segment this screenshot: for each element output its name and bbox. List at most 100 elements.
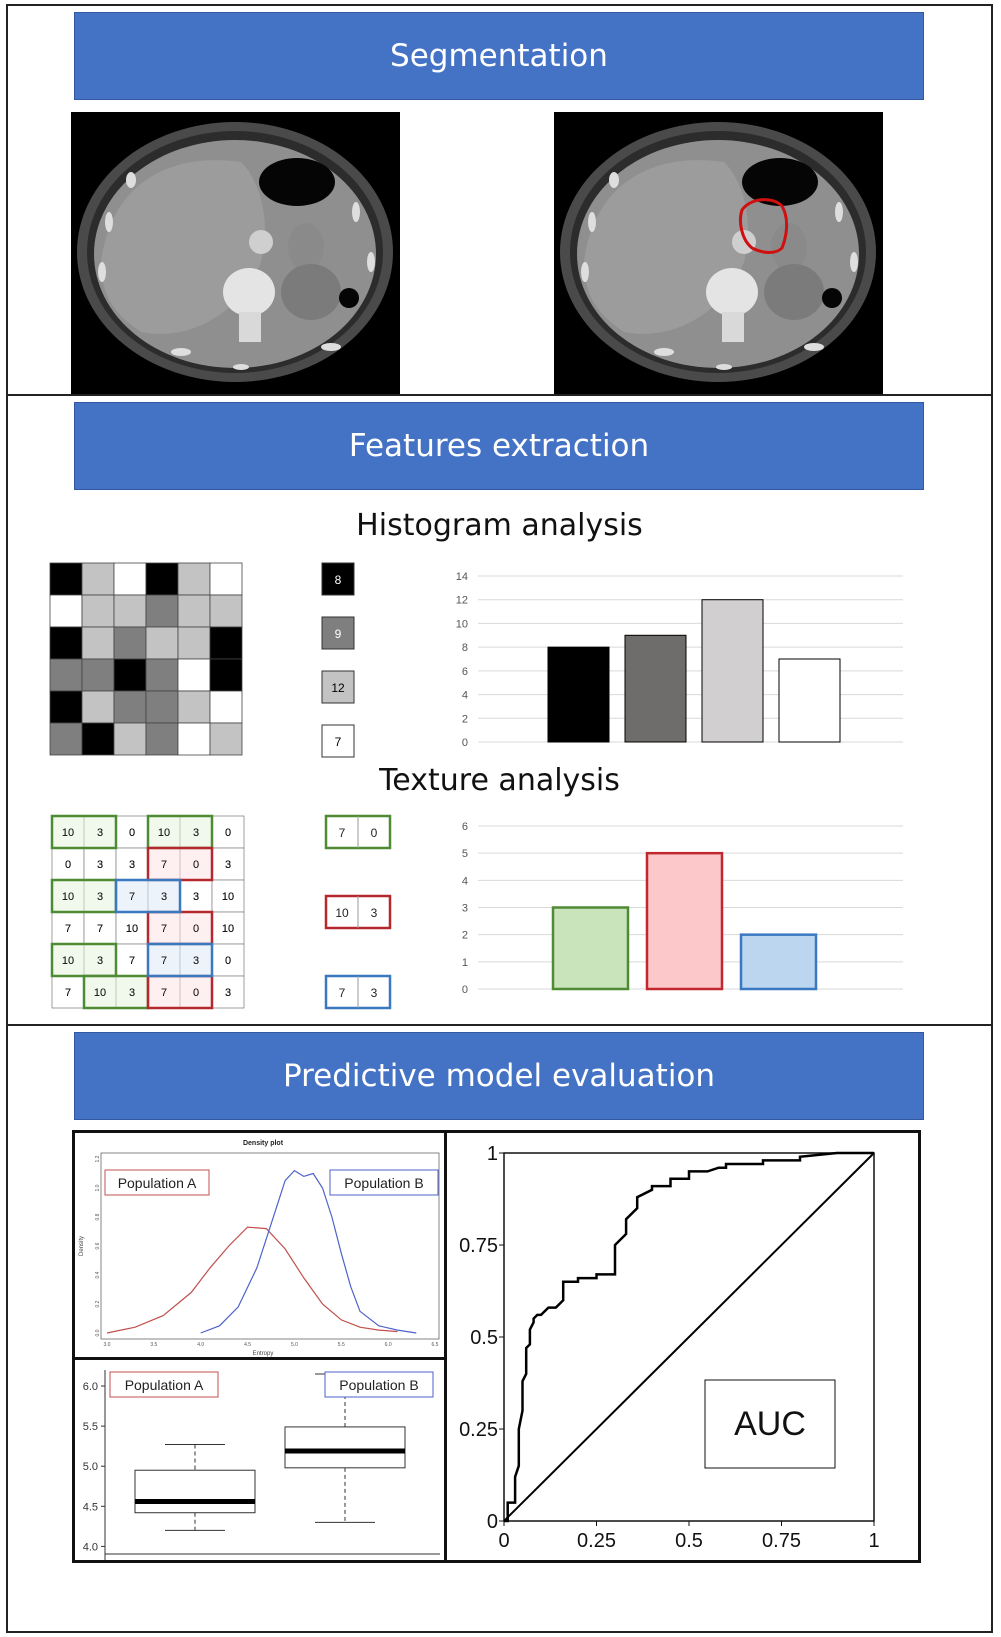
grid-cell xyxy=(209,626,243,660)
grid-cell xyxy=(113,658,147,692)
density-title: Density plot xyxy=(243,1140,284,1147)
grid-cell xyxy=(145,562,179,596)
roc-xtick: 0.75 xyxy=(762,1530,801,1552)
y-tick-label: 1 xyxy=(462,957,468,969)
segmentation-panel: Segmentation xyxy=(6,4,993,396)
legend-swatch xyxy=(321,724,355,758)
y-tick-label: 2 xyxy=(462,930,468,942)
auc-label: AUC xyxy=(734,1405,806,1443)
matrix-value: 3 xyxy=(193,891,199,903)
y-tick-label: 8 xyxy=(462,642,468,654)
bar xyxy=(551,906,630,991)
segmentation-banner: Segmentation xyxy=(74,12,924,100)
density-xtick: 6.5 xyxy=(432,1342,439,1348)
grid-cell xyxy=(177,594,211,628)
legend-population-a xyxy=(104,1169,210,1196)
legend-count: 12 xyxy=(331,681,345,695)
box xyxy=(134,1469,256,1514)
auc-box xyxy=(704,1379,836,1469)
density-ytick: 0.8 xyxy=(95,1213,101,1220)
y-tick-label: 6 xyxy=(462,821,468,833)
matrix-value: 7 xyxy=(65,987,71,999)
grid-cell xyxy=(113,690,147,724)
box-ytick: 6.0 xyxy=(83,1381,98,1393)
pair-left: 10 xyxy=(335,906,349,920)
matrix-value: 10 xyxy=(62,891,74,903)
matrix-value: 0 xyxy=(225,955,231,967)
roc-ytick: 1 xyxy=(487,1143,498,1165)
matrix-value: 3 xyxy=(97,859,103,871)
grid-cell xyxy=(49,722,83,756)
y-tick-label: 4 xyxy=(462,690,468,702)
matrix-value: 3 xyxy=(97,859,103,871)
pair-highlight xyxy=(50,942,118,978)
legend-population-b xyxy=(324,1371,434,1398)
matrix-value: 7 xyxy=(65,923,71,935)
matrix-value: 3 xyxy=(129,987,135,999)
grid-cell xyxy=(81,626,115,660)
matrix-cell xyxy=(211,975,245,1009)
density-xtick: 4.0 xyxy=(197,1342,204,1348)
density-xtick: 3.0 xyxy=(104,1342,111,1348)
y-tick-label: 2 xyxy=(462,713,468,725)
matrix-value: 10 xyxy=(126,923,138,935)
y-tick-label: 4 xyxy=(462,875,468,887)
matrix-value: 0 xyxy=(193,923,199,935)
y-tick-label: 0 xyxy=(462,737,468,749)
density-xtick: 6.0 xyxy=(385,1342,392,1348)
pair-highlight xyxy=(146,910,214,946)
bar xyxy=(778,658,841,743)
grid-cell xyxy=(49,626,83,660)
matrix-value: 10 xyxy=(222,891,234,903)
matrix-value: 3 xyxy=(225,859,231,871)
matrix-value: 10 xyxy=(62,827,74,839)
grid-cell xyxy=(145,594,179,628)
legend-count: 7 xyxy=(335,735,342,749)
matrix-value: 0 xyxy=(225,955,231,967)
density-frame xyxy=(100,1152,440,1340)
legend-population-a xyxy=(109,1371,219,1398)
density-ytick: 1.2 xyxy=(95,1155,101,1162)
y-tick-label: 10 xyxy=(456,618,468,630)
bar xyxy=(701,599,764,743)
grid-cell xyxy=(145,690,179,724)
matrix-value: 7 xyxy=(129,955,135,967)
evaluation-banner: Predictive model evaluation xyxy=(74,1032,924,1120)
density-ylabel: Density xyxy=(79,1236,85,1256)
density-ytick: 1.0 xyxy=(95,1184,101,1191)
box xyxy=(284,1426,406,1469)
density-ytick: 0.0 xyxy=(95,1329,101,1336)
matrix-value: 3 xyxy=(129,859,135,871)
density-ytick: 0.4 xyxy=(95,1271,101,1278)
matrix-value: 10 xyxy=(222,923,234,935)
grid-cell xyxy=(113,594,147,628)
bar xyxy=(645,851,724,991)
matrix-value: 10 xyxy=(126,923,138,935)
matrix-value: 7 xyxy=(97,923,103,935)
matrix-value: 0 xyxy=(193,859,199,871)
box-ytick: 5.5 xyxy=(83,1421,98,1433)
ct-scan-image xyxy=(71,112,400,394)
grid-cell xyxy=(177,626,211,660)
y-tick-label: 3 xyxy=(462,903,468,915)
features-banner: Features extraction xyxy=(74,402,924,490)
pair-highlight xyxy=(146,814,214,850)
grid-cell xyxy=(177,690,211,724)
gray-level-grid xyxy=(49,562,243,756)
y-tick-label: 0 xyxy=(462,984,468,996)
grid-cell xyxy=(145,722,179,756)
legend-population-a-label: Population A xyxy=(118,1175,197,1191)
matrix-value: 7 xyxy=(65,987,71,999)
texture-chart: 0 1 2 3 4 5 6 xyxy=(462,821,903,996)
segmentation-contour xyxy=(738,198,789,254)
pair-highlight xyxy=(50,878,118,914)
density-ytick: 0.2 xyxy=(95,1300,101,1307)
matrix-value: 7 xyxy=(161,859,167,871)
pair-highlight xyxy=(146,942,214,978)
legend-population-b xyxy=(329,1169,439,1196)
pair-right: 3 xyxy=(371,986,378,1000)
grid-cell xyxy=(209,562,243,596)
matrix-cell xyxy=(179,879,213,913)
roc-xtick: 0.25 xyxy=(577,1530,616,1552)
y-tick-label: 5 xyxy=(462,848,468,860)
